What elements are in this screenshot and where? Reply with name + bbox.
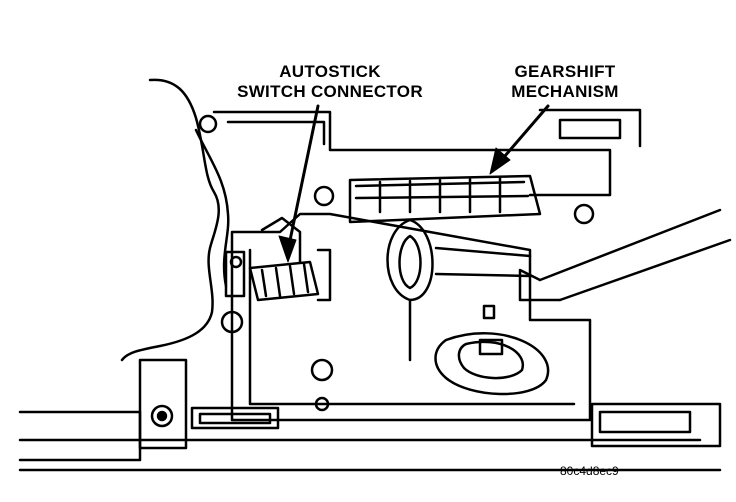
shift-lever	[538, 208, 732, 302]
bezel-plate-inner	[248, 248, 576, 406]
right-housing-step	[558, 118, 622, 140]
console-outline	[120, 78, 220, 362]
left-bracket-bolt	[229, 255, 243, 269]
switch-connector-ribs	[260, 262, 310, 298]
linkage-arm	[434, 246, 532, 278]
callout-autostick-line2: SWITCH CONNECTOR	[237, 82, 423, 101]
small-fastener	[482, 304, 496, 320]
callout-gearshift-mechanism: GEARSHIFT MECHANISM	[490, 62, 640, 102]
top-left-bolt	[198, 114, 218, 134]
switch-connector-wire	[260, 216, 302, 264]
housing-bolt-left	[313, 185, 335, 207]
gearshift-housing	[348, 174, 542, 224]
callout-autostick-line1: AUTOSTICK	[279, 62, 381, 81]
right-slot	[590, 402, 722, 448]
bezel-slot-inner	[198, 412, 272, 425]
housing-bolt-right	[573, 203, 595, 225]
gearshift-detents	[378, 176, 502, 214]
bezel-screw-small	[314, 396, 330, 412]
lower-left-stud	[220, 310, 244, 334]
figure-code: 80c4d8ec9	[560, 464, 619, 478]
callout-gearshift-line1: GEARSHIFT	[514, 62, 616, 81]
callout-gearshift-line2: MECHANISM	[511, 82, 619, 101]
right-housing-edge	[538, 108, 642, 148]
right-slot-inner	[598, 410, 692, 434]
indicator-cam	[434, 332, 550, 396]
left-bolt-inner	[156, 410, 168, 422]
callout-autostick-switch-connector: AUTOSTICK SWITCH CONNECTOR	[210, 62, 450, 102]
leader-line-gearshift	[496, 104, 550, 166]
gearshift-detent-plate	[354, 180, 530, 200]
left-bolt	[150, 404, 174, 428]
top-housing-inner	[226, 120, 326, 146]
leader-line-autostick	[286, 104, 320, 252]
console-trim	[18, 410, 142, 462]
switch-connector-body	[248, 260, 320, 302]
switch-connector-clip	[316, 248, 332, 302]
console-inner-edge	[194, 128, 230, 288]
left-panel	[138, 358, 188, 450]
indicator-cam-block	[478, 338, 504, 356]
linkage-loop-inner	[398, 234, 422, 290]
leader-arrow-autostick	[278, 235, 297, 263]
leader-arrow-gearshift	[489, 147, 511, 175]
top-housing	[212, 110, 612, 197]
bezel-screw	[310, 358, 334, 382]
bezel-slot	[190, 406, 280, 430]
indicator-cam-inner	[457, 340, 525, 380]
left-bracket	[224, 250, 246, 298]
